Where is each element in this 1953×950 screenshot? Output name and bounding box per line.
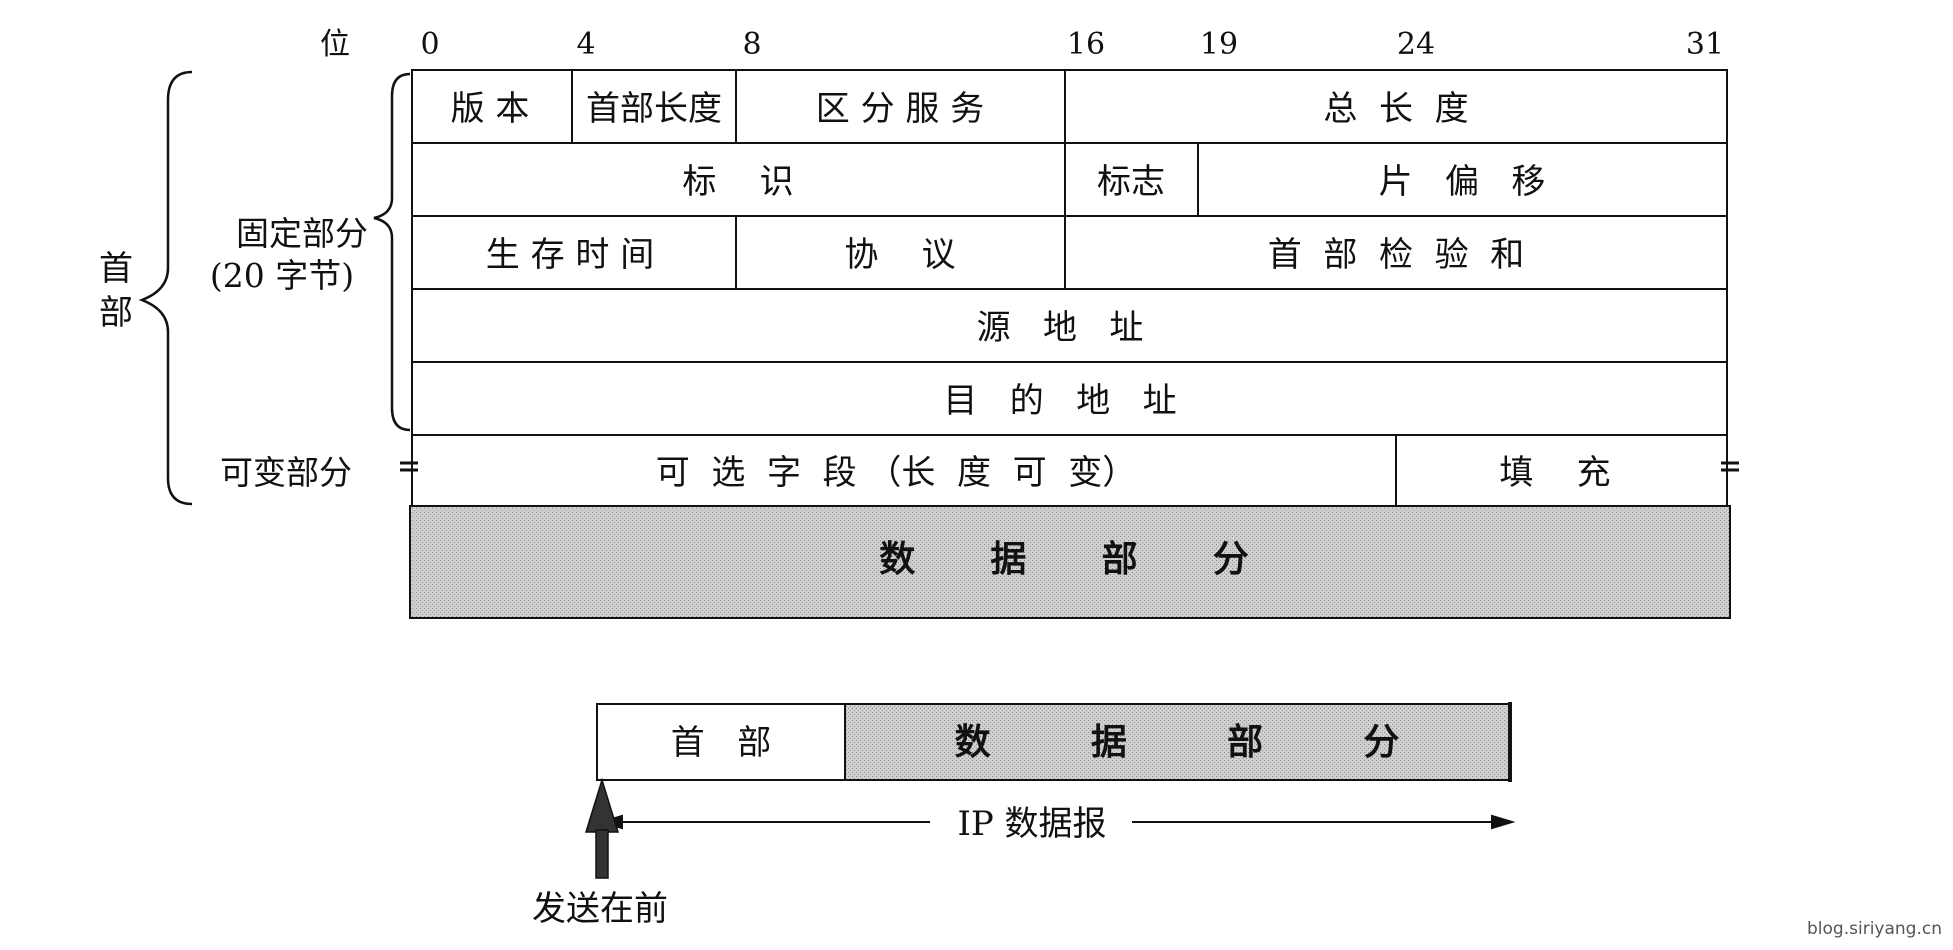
label-header-bottom: 部	[99, 293, 133, 333]
label-fixed-size: (20 字节)	[210, 256, 354, 295]
field-fragment-offset: 片 偏 移	[1379, 162, 1546, 202]
datagram-header-block	[596, 703, 846, 781]
bit-tick-31: 31	[1686, 27, 1724, 62]
datagram-data-block	[844, 703, 1511, 781]
field-header-checksum: 首 部 检 验 和	[1268, 235, 1524, 275]
datagram-bar: 首 部 数 据 部 分	[596, 702, 1512, 782]
send-first-arrow	[584, 777, 620, 879]
field-source-address: 源 地 址	[977, 308, 1144, 348]
header-table	[411, 69, 1728, 507]
bit-label: 位	[320, 27, 350, 62]
label-header-top: 首	[99, 249, 133, 289]
label-fixed-part: 固定部分	[236, 214, 368, 253]
bit-tick-24: 24	[1397, 27, 1435, 62]
datagram-header-label: 首 部	[671, 723, 771, 763]
bit-tick-8: 8	[742, 27, 761, 62]
field-diff-services: 区 分 服 务	[816, 89, 984, 129]
field-ttl: 生 存 时 间	[486, 235, 654, 275]
label-variable-part: 可变部分	[220, 453, 352, 492]
field-header-length: 首部长度	[586, 89, 722, 129]
field-labels: 版 本 首部长度 区 分 服 务 总 长 度 标 识 标志 片 偏 移 生 存 …	[451, 89, 1611, 580]
break-marks	[400, 461, 1739, 472]
bit-ticks: 0 4 8 16 19 24 31	[420, 27, 1724, 62]
field-total-length: 总 长 度	[1323, 89, 1468, 129]
watermark: blog.siriyang.cn	[1807, 919, 1942, 939]
send-first-label: 发送在前	[532, 889, 668, 929]
ip-datagram-span	[598, 814, 1516, 830]
field-identification: 标 识	[682, 162, 793, 202]
bit-tick-4: 4	[576, 27, 595, 62]
field-version: 版 本	[451, 89, 530, 129]
fixed-part-brace	[373, 72, 411, 432]
header-brace	[138, 70, 193, 506]
datagram-data-label: 数 据 部 分	[955, 721, 1400, 763]
ip-datagram-label: IP 数据报	[957, 804, 1106, 844]
bit-tick-0: 0	[420, 27, 439, 62]
field-flags: 标志	[1097, 162, 1165, 202]
field-protocol: 协 议	[844, 235, 955, 275]
field-options: 可 选 字 段 （长 度 可 变）	[656, 453, 1137, 493]
bit-tick-19: 19	[1200, 27, 1238, 62]
data-part-block	[409, 505, 1731, 619]
field-destination-address: 目 的 地 址	[943, 381, 1176, 421]
bit-tick-16: 16	[1067, 27, 1105, 62]
field-padding: 填 充	[1499, 453, 1610, 493]
field-data-part: 数 据 部 分	[879, 538, 1249, 580]
